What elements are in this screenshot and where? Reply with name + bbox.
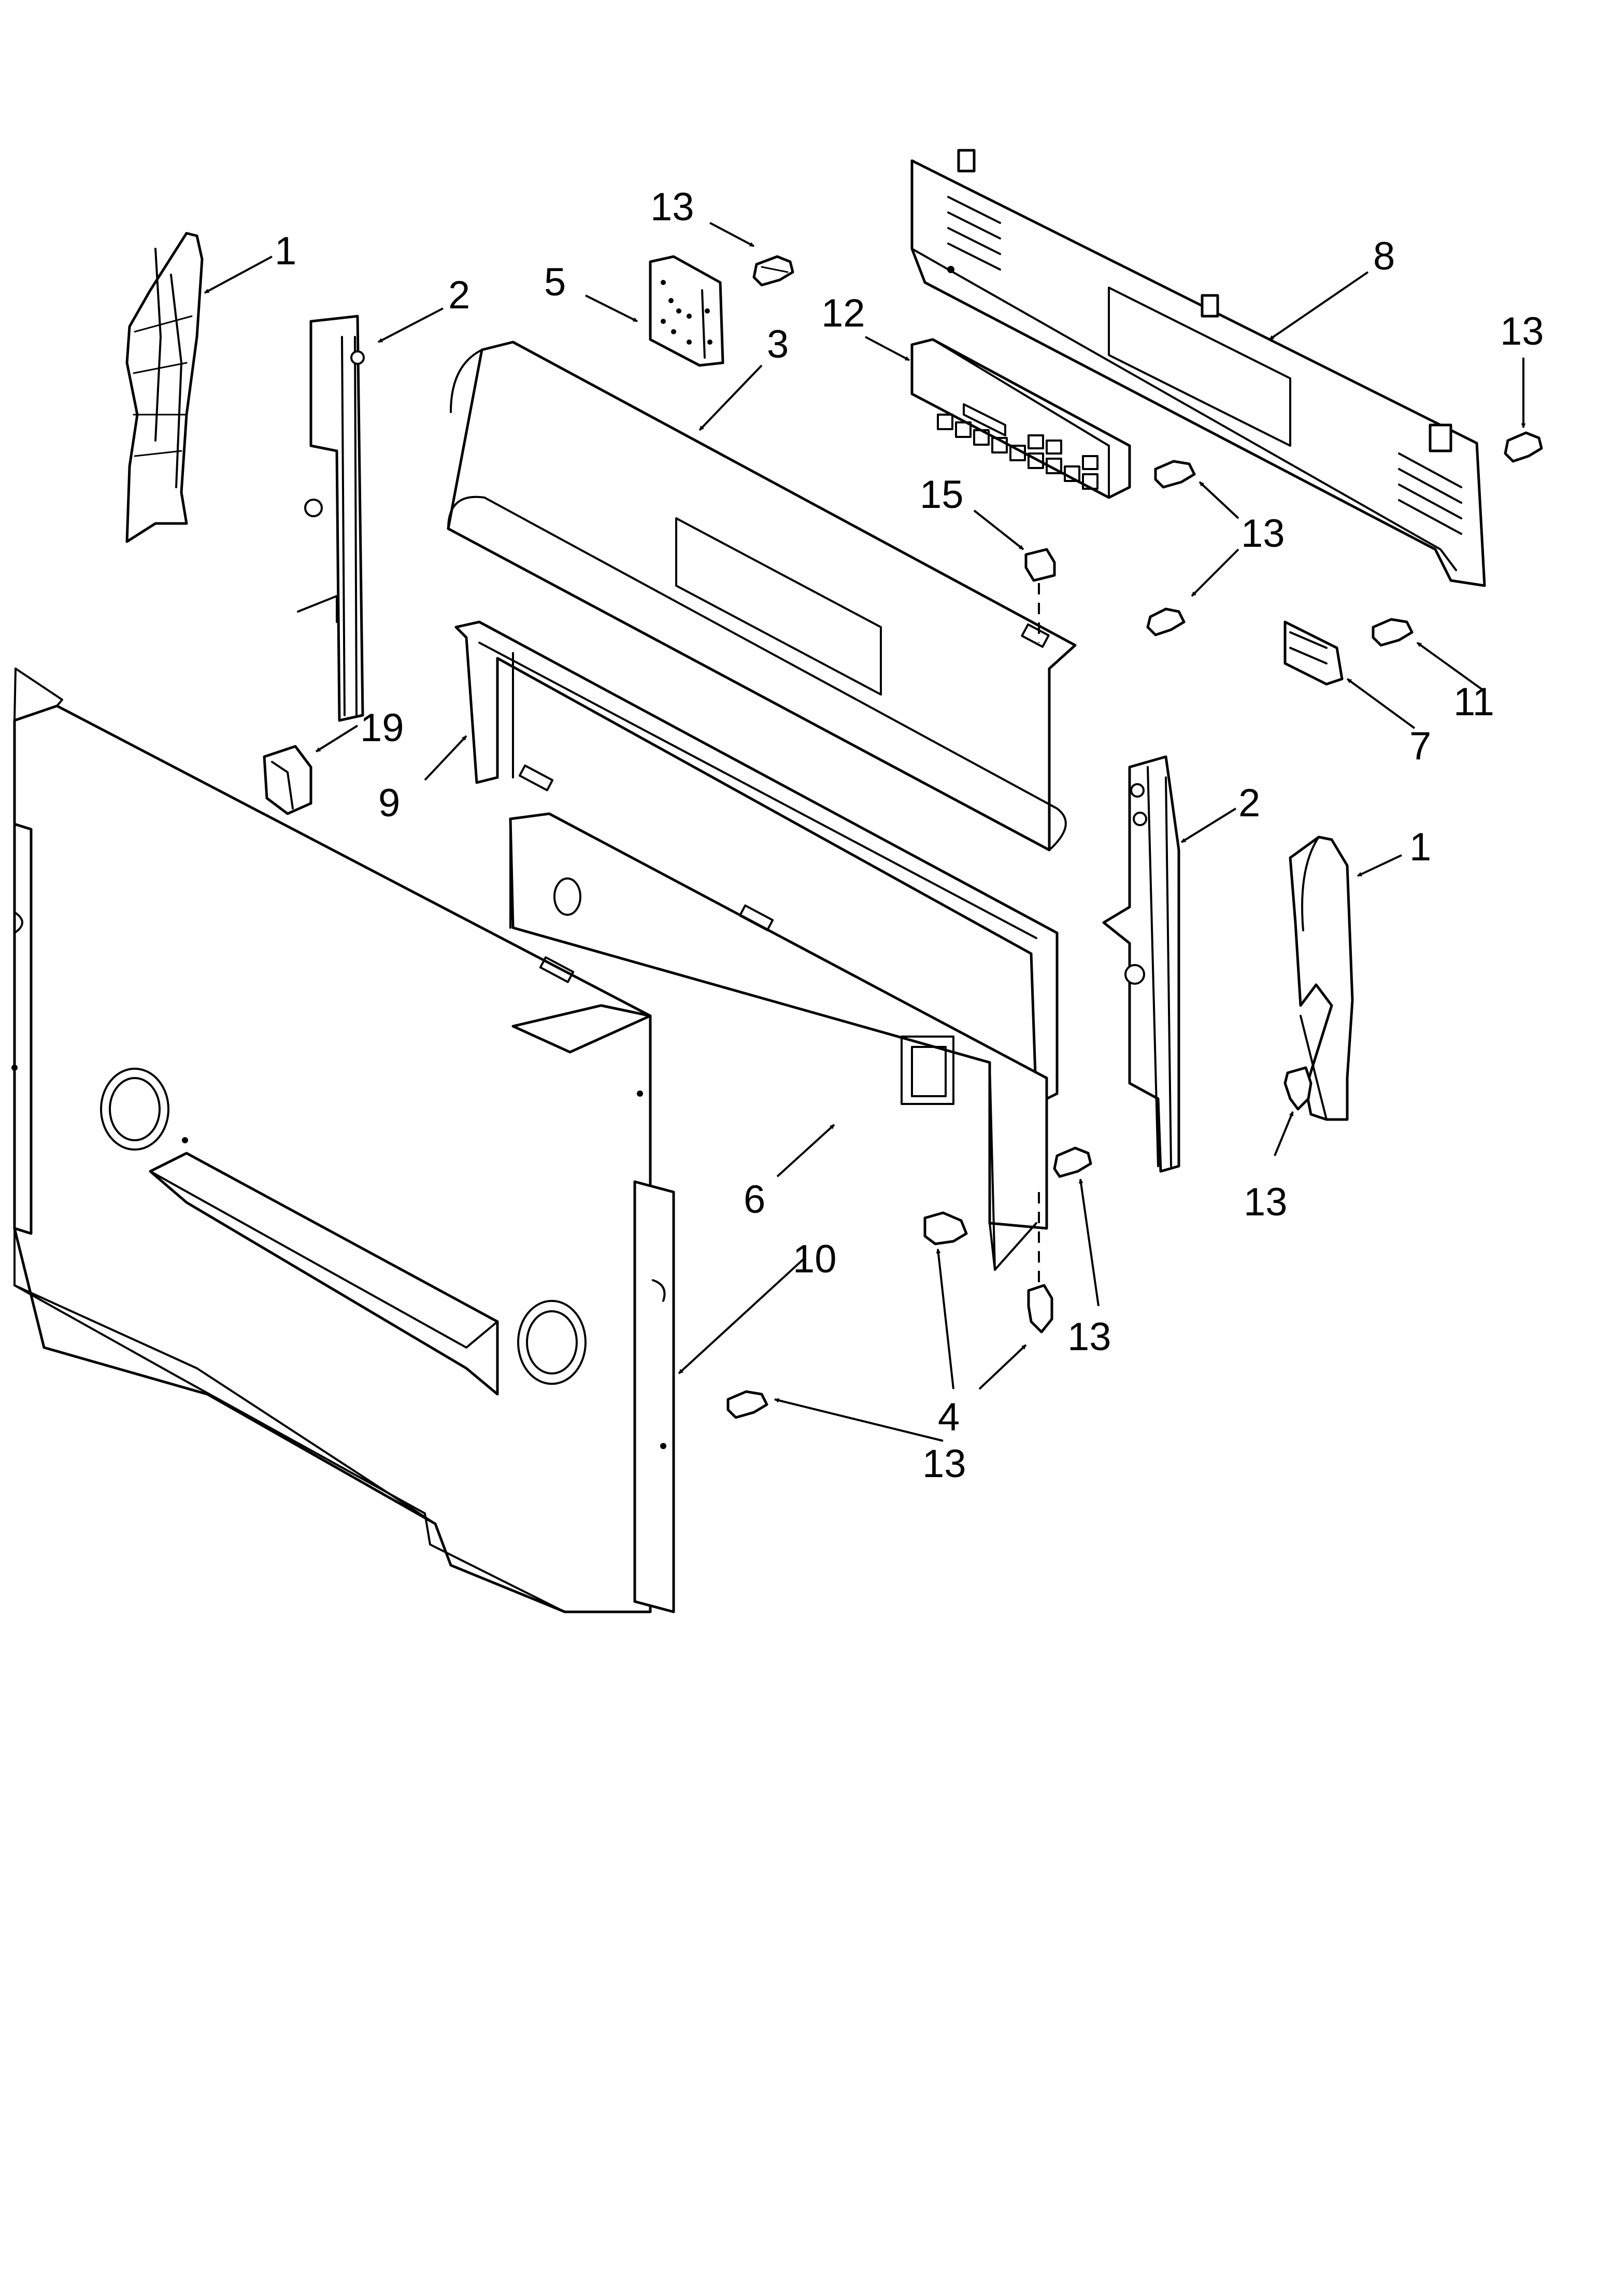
callout-12: 12 [821, 291, 865, 335]
callout-11: 11 [1453, 680, 1494, 724]
callout-labels: 1 2 13 5 3 12 8 13 15 13 11 7 19 9 2 1 6… [275, 185, 1544, 1486]
callout-13-mid: 13 [1241, 512, 1285, 556]
callout-10: 10 [793, 1237, 837, 1281]
clip-part-19 [263, 745, 312, 815]
end-cap-left-part-1 [125, 232, 204, 543]
screw-13-right [1504, 431, 1543, 463]
leader-lines [204, 222, 1526, 1442]
screw-13-mid-upper [1154, 460, 1196, 489]
callout-1-left: 1 [275, 229, 296, 273]
screw-13-bottom [726, 1390, 768, 1419]
center-panel-part-6 [509, 812, 1048, 1271]
callout-13-right: 13 [1500, 309, 1544, 353]
callout-2-left: 2 [448, 273, 470, 317]
callout-6: 6 [744, 1178, 765, 1222]
callout-2-right: 2 [1238, 781, 1260, 825]
callout-1-right: 1 [1409, 825, 1431, 869]
screw-4-bottom [1027, 1192, 1053, 1334]
callout-4: 4 [938, 1395, 960, 1439]
control-keypad [937, 403, 1099, 490]
screw-13-top [752, 255, 794, 287]
rear-panel-part-10 [11, 668, 675, 1613]
electronic-control-part-12 [910, 338, 1131, 499]
circuit-board-part-5 [649, 255, 724, 367]
vent-slots-right [1398, 452, 1462, 535]
screw-13-mid [1146, 607, 1186, 636]
end-cap-right-part-1 [1289, 835, 1354, 1121]
callout-13-bottom: 13 [922, 1442, 966, 1486]
callout-13-lower: 13 [1067, 1315, 1111, 1359]
callout-9: 9 [378, 781, 400, 825]
callout-8: 8 [1373, 234, 1395, 278]
screw-4-left [923, 1211, 968, 1245]
side-rail-right-part-2 [1102, 755, 1180, 1173]
vent-slots-left [947, 196, 1001, 271]
side-rail-left-part-2 [297, 315, 365, 722]
callout-13-top: 13 [650, 185, 694, 229]
rear-trim-part-8 [910, 149, 1486, 587]
screw-13-lower-right [1053, 1146, 1092, 1178]
callout-13-endcap: 13 [1244, 1180, 1288, 1224]
switch-part-15 [1024, 548, 1056, 643]
panel-support-part-9 [454, 620, 1059, 1106]
control-panel-part-3 [447, 341, 1077, 852]
callout-3: 3 [767, 322, 789, 366]
screw-13-endcap [1283, 1066, 1313, 1111]
callout-5: 5 [544, 260, 566, 304]
screw-11 [1372, 618, 1414, 647]
callout-19: 19 [360, 706, 404, 750]
bracket-part-7 [1283, 620, 1344, 686]
callout-15: 15 [920, 473, 964, 517]
callout-7: 7 [1409, 724, 1431, 768]
